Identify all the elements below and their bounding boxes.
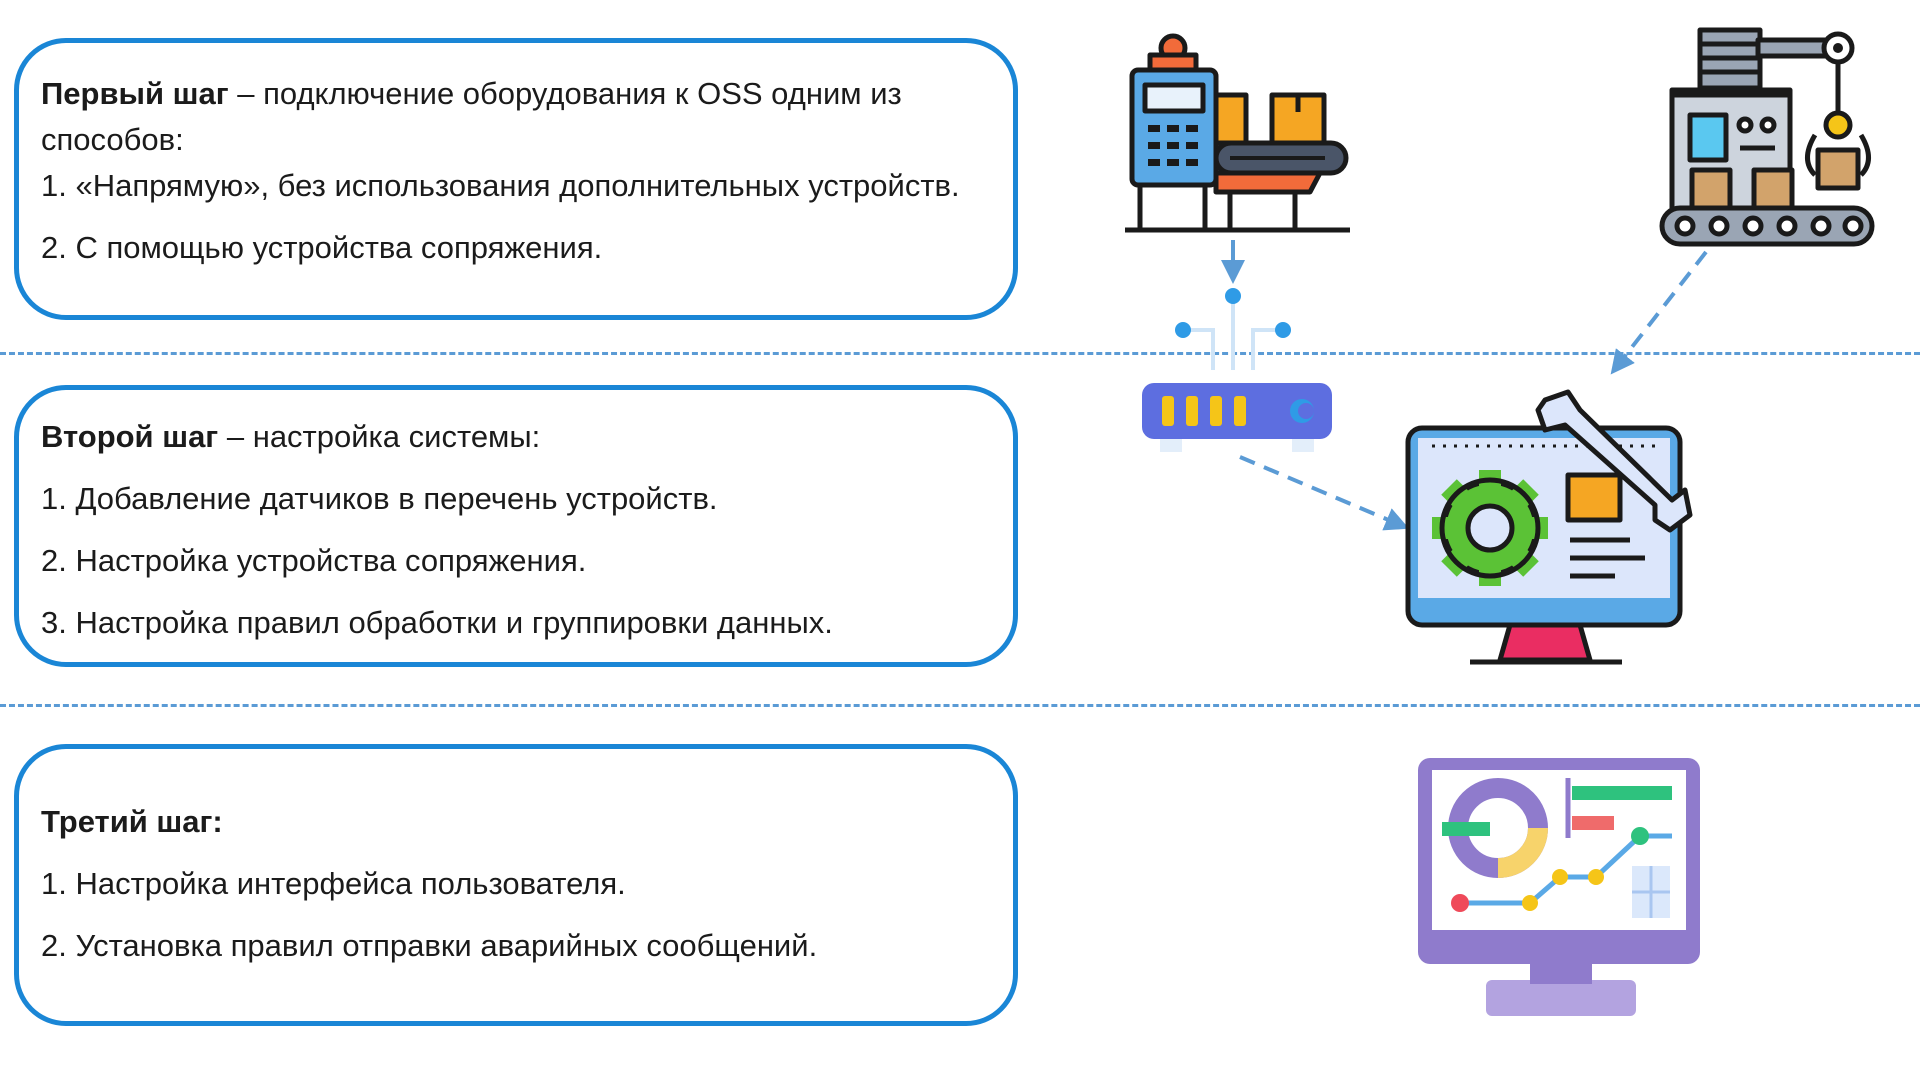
step-1-item-1: 1. «Напрямую», без использования дополни… (41, 168, 960, 203)
step-3-text: Третий шаг: 1. Настройка интерфейса поль… (41, 799, 993, 969)
step-3-item-1: 1. Настройка интерфейса пользователя. (41, 866, 626, 901)
step-1-intro: – подключение оборудования к OSS одним и… (41, 76, 902, 157)
separator-line-1 (0, 352, 1920, 355)
step-2-item-2: 2. Настройка устройства сопряжения. (41, 543, 587, 578)
separator-line-2 (0, 704, 1920, 707)
step-3-item-2: 2. Установка правил отправки аварийных с… (41, 928, 818, 963)
step-1-text: Первый шаг – подключение оборудования к … (41, 71, 993, 271)
arrow-robot-to-monitor (1610, 250, 1708, 375)
settings-monitor-icon (1405, 389, 1693, 665)
step-2-item-3: 3. Настройка правил обработки и группиро… (41, 605, 833, 640)
router-icon (1142, 288, 1332, 452)
step-1-title: Первый шаг (41, 76, 229, 111)
arrow-router-to-monitor (1239, 455, 1410, 531)
robotic-arm-icon (1659, 27, 1875, 247)
dashboard-monitor-icon (1418, 758, 1700, 1016)
step-1-item-2: 2. С помощью устройства сопряжения. (41, 230, 603, 265)
step-2-title: Второй шаг (41, 419, 219, 454)
step-2-box: Второй шаг – настройка системы: 1. Добав… (14, 385, 1018, 667)
step-2-intro: – настройка системы: (218, 419, 541, 454)
step-2-item-1: 1. Добавление датчиков в перечень устрой… (41, 481, 718, 516)
step-2-text: Второй шаг – настройка системы: 1. Добав… (41, 414, 993, 646)
step-1-box: Первый шаг – подключение оборудования к … (14, 38, 1018, 320)
step-3-box: Третий шаг: 1. Настройка интерфейса поль… (14, 744, 1018, 1026)
factory-conveyor-icon (1125, 33, 1350, 233)
step-3-title: Третий шаг: (41, 804, 223, 839)
